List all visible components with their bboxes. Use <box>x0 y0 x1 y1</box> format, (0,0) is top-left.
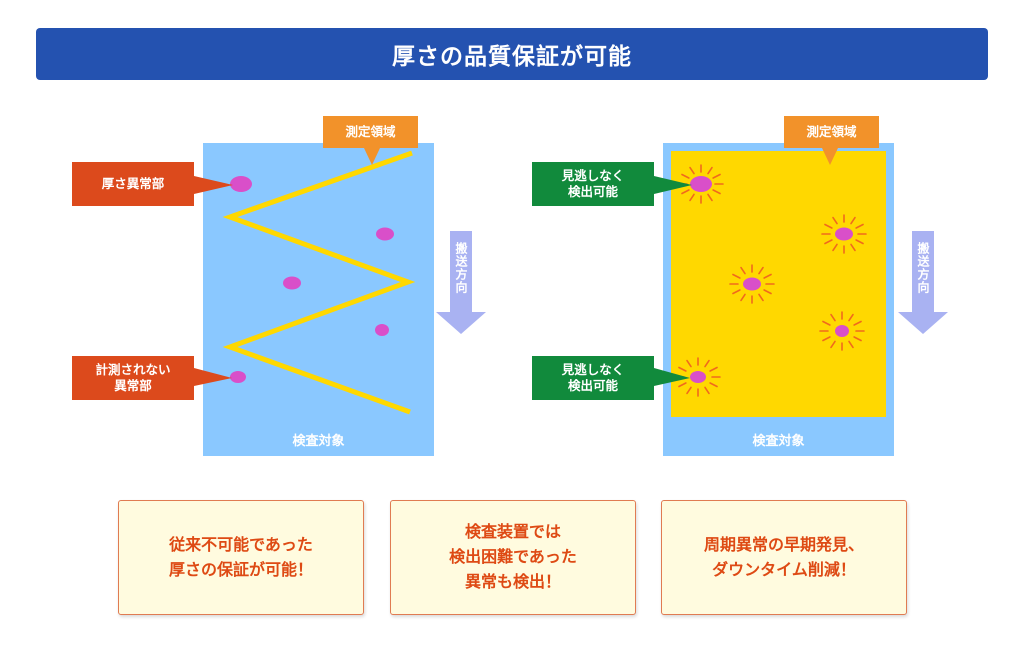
detection-burst-ray <box>712 189 721 195</box>
benefit-box-detection: 検査装置では 検出困難であった 異常も検出！ <box>390 500 636 615</box>
detection-burst-ray <box>704 386 710 395</box>
detection-burst-ray <box>853 320 862 326</box>
detection-burst-ray <box>678 366 687 372</box>
direction-arrow-icon <box>898 231 948 334</box>
detection-burst-ray <box>709 382 718 388</box>
defect-detected <box>690 176 712 192</box>
detection-burst-ray <box>830 340 836 349</box>
defect-thickness <box>230 176 252 192</box>
detection-burst-ray <box>822 320 831 326</box>
zigzag-scan-path <box>222 150 416 415</box>
detection-burst-ray <box>758 266 764 275</box>
defect <box>376 227 394 241</box>
defect <box>283 276 301 290</box>
detection-burst-ray <box>740 293 746 302</box>
target-label: 検査対象 <box>292 434 345 449</box>
defect <box>375 324 389 336</box>
detection-burst-ray <box>704 359 710 368</box>
detection-burst-ray <box>732 289 741 295</box>
detection-burst-ray <box>848 313 854 322</box>
tag-pointer <box>654 176 692 194</box>
measurement-area-tag: 測定領域 <box>784 116 879 148</box>
detection-burst-ray <box>709 366 718 372</box>
detection-burst-ray <box>855 239 864 245</box>
thickness-defect-tag: 厚さ異常部 <box>72 162 194 206</box>
detection-burst-ray <box>686 386 692 395</box>
detection-burst-ray <box>678 382 687 388</box>
detection-burst-ray <box>732 273 741 279</box>
defect-detected <box>835 325 849 337</box>
defect-detected <box>690 371 706 383</box>
detection-burst-ray <box>832 243 838 252</box>
detection-burst-ray <box>681 189 690 195</box>
detection-burst-ray <box>707 166 713 175</box>
detection-burst-ray <box>763 289 772 295</box>
right-measurement-area <box>671 151 886 417</box>
unmeasured-defect-tag: 計測されない 異常部 <box>72 356 194 400</box>
detection-burst-ray <box>832 216 838 225</box>
benefit-box-downtime: 周期異常の早期発見、 ダウンタイム削減！ <box>661 500 907 615</box>
direction-arrow-icon <box>436 231 486 334</box>
tag-pointer <box>194 368 232 386</box>
tag-pointer <box>822 148 838 165</box>
benefit-box-thickness-guarantee: 従来不可能であった 厚さの保証が可能！ <box>118 500 364 615</box>
detection-burst-ray <box>822 336 831 342</box>
detection-burst-ray <box>763 273 772 279</box>
detection-burst-ray <box>712 173 721 179</box>
detection-burst-ray <box>758 293 764 302</box>
detection-burst-ray <box>740 266 746 275</box>
defect-detected <box>835 227 853 241</box>
detection-burst-ray <box>681 173 690 179</box>
detection-burst-ray <box>686 359 692 368</box>
detectable-tag-bottom: 見逃しなく 検出可能 <box>532 356 654 400</box>
tag-pointer <box>654 368 690 386</box>
detection-burst-ray <box>689 166 695 175</box>
detection-burst-ray <box>707 193 713 202</box>
detection-burst-ray <box>689 193 695 202</box>
detection-burst-ray <box>830 313 836 322</box>
detection-burst-ray <box>850 216 856 225</box>
direction-label: 搬送方向 <box>454 242 468 294</box>
left-inspection-target <box>203 143 434 456</box>
tag-pointer <box>194 176 233 194</box>
detection-burst-ray <box>824 239 833 245</box>
measurement-area-tag: 測定領域 <box>323 116 418 148</box>
detectable-tag-top: 見逃しなく 検出可能 <box>532 162 654 206</box>
detection-burst-ray <box>853 336 862 342</box>
tag-pointer <box>364 148 380 165</box>
page-title: 厚さの品質保証が可能 <box>36 28 988 80</box>
defect-unmeasured <box>230 371 246 383</box>
target-label: 検査対象 <box>752 434 805 449</box>
detection-burst-ray <box>850 243 856 252</box>
direction-label: 搬送方向 <box>916 242 930 294</box>
detection-burst-ray <box>848 340 854 349</box>
detection-burst-ray <box>855 223 864 229</box>
defect-detected <box>743 277 761 291</box>
detection-burst-ray <box>824 223 833 229</box>
